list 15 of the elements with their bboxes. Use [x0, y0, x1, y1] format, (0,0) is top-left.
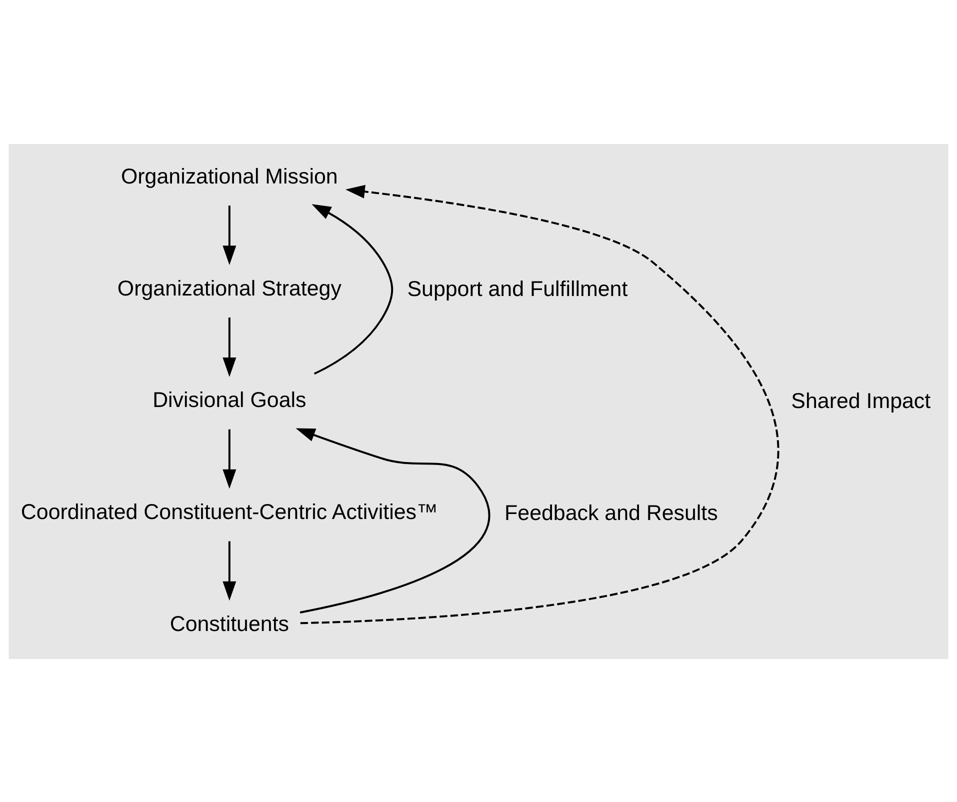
- arrow: [296, 428, 490, 613]
- node-text: Organizational Strategy: [117, 276, 342, 300]
- edge-label: Shared Impact: [791, 388, 931, 412]
- node-text: Coordinated Constituent-Centric Activities™: [20, 500, 438, 524]
- arrow: [222, 205, 236, 264]
- edge-label: Feedback and Results: [504, 500, 718, 524]
- arrow: [222, 317, 236, 376]
- arrow: [312, 204, 394, 374]
- arrow: [222, 428, 236, 488]
- arrow: [222, 540, 236, 600]
- edge-label: Support and Fulfillment: [407, 276, 628, 301]
- arrow: [300, 184, 779, 624]
- node-text: Constituents: [170, 611, 290, 636]
- node-text: Organizational Mission: [121, 164, 338, 188]
- node-text: Divisional Goals: [152, 388, 306, 412]
